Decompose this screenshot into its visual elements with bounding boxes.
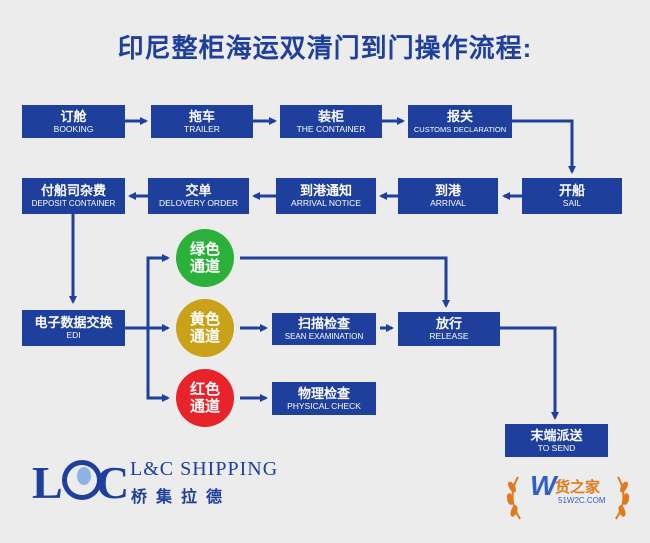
- step-sublabel: DELOVERY ORDER: [158, 198, 239, 208]
- step-release: 放行 RELEASE: [398, 312, 500, 346]
- step-sublabel: DEPOSIT CONTAINER: [31, 199, 116, 208]
- svg-text:L: L: [32, 457, 63, 508]
- step-container: 装柜 THE CONTAINER: [280, 105, 382, 138]
- channel-label-2: 通道: [189, 328, 220, 345]
- step-booking: 订舱 BOOKING: [22, 105, 125, 138]
- logo-english-text: L&C SHIPPING: [130, 458, 279, 480]
- step-sublabel: SEAN EXAMINATION: [284, 332, 364, 341]
- step-delivery-order: 交单 DELOVERY ORDER: [148, 178, 249, 214]
- channel-label-2: 通道: [189, 258, 220, 275]
- step-arrival: 到港 ARRIVAL: [398, 178, 498, 214]
- step-physical-check: 物理检查 PHYSICAL CHECK: [272, 382, 376, 415]
- step-sublabel: ARRIVAL NOTICE: [291, 198, 361, 208]
- page-title: 印尼整柜海运双清门到门操作流程:: [117, 33, 533, 63]
- logo-chinese-text: 桥集拉德: [131, 489, 232, 506]
- step-label: 订舱: [60, 108, 87, 124]
- channel-label-1: 绿色: [189, 241, 220, 258]
- step-sublabel: PHYSICAL CHECK: [287, 400, 361, 411]
- watermark-letter: W: [530, 470, 557, 501]
- step-sublabel: TRAILER: [184, 123, 220, 134]
- step-label: 拖车: [188, 108, 215, 124]
- step-label: 付船司杂费: [40, 183, 106, 198]
- watermark-laurel-icon: [506, 476, 630, 520]
- svg-text:C: C: [96, 457, 129, 508]
- step-deposit-container: 付船司杂费 DEPOSIT CONTAINER: [22, 178, 125, 214]
- watermark-text: 货之家: [555, 479, 601, 496]
- channel-label-1: 红色: [189, 381, 220, 398]
- lc-logo-mark: L C: [32, 457, 129, 508]
- step-customs: 报关 CUSTOMS DECLARATION: [408, 105, 512, 138]
- step-label: 放行: [435, 316, 462, 331]
- step-arrival-notice: 到港通知 ARRIVAL NOTICE: [276, 178, 376, 214]
- step-sublabel: SAIL: [562, 198, 582, 208]
- step-label: 报关: [446, 108, 473, 124]
- step-label: 到港通知: [299, 183, 352, 198]
- step-sublabel: RELEASE: [429, 331, 469, 341]
- step-to-send: 末端派送 TO SEND: [505, 424, 608, 457]
- channel-label-1: 黄色: [189, 311, 220, 328]
- step-label: 到港: [434, 183, 461, 198]
- step-label: 电子数据交换: [34, 315, 113, 330]
- step-sublabel: BOOKING: [53, 123, 94, 134]
- step-scan-examination: 扫描检查 SEAN EXAMINATION: [272, 313, 376, 345]
- step-sail: 开船 SAIL: [522, 178, 622, 214]
- step-sublabel: THE CONTAINER: [296, 123, 366, 134]
- step-label: 装柜: [317, 108, 344, 124]
- step-sublabel: ARRIVAL: [430, 198, 466, 208]
- step-edi: 电子数据交换 EDI: [22, 310, 125, 346]
- step-label: 扫描检查: [297, 316, 350, 331]
- step-sublabel: TO SEND: [537, 442, 576, 453]
- watermark-url: 51W2C.COM: [558, 496, 606, 505]
- step-trailer: 拖车 TRAILER: [151, 105, 253, 138]
- step-label: 交单: [185, 183, 212, 198]
- yellow-channel: 黄色 通道: [176, 299, 234, 357]
- step-sublabel: EDI: [66, 330, 81, 340]
- step-label: 末端派送: [530, 427, 583, 443]
- channel-label-2: 通道: [189, 398, 220, 415]
- step-sublabel: CUSTOMS DECLARATION: [413, 124, 507, 134]
- red-channel: 红色 通道: [176, 369, 234, 427]
- green-channel: 绿色 通道: [176, 229, 234, 287]
- step-label: 开船: [558, 183, 585, 198]
- step-label: 物理检查: [297, 385, 350, 401]
